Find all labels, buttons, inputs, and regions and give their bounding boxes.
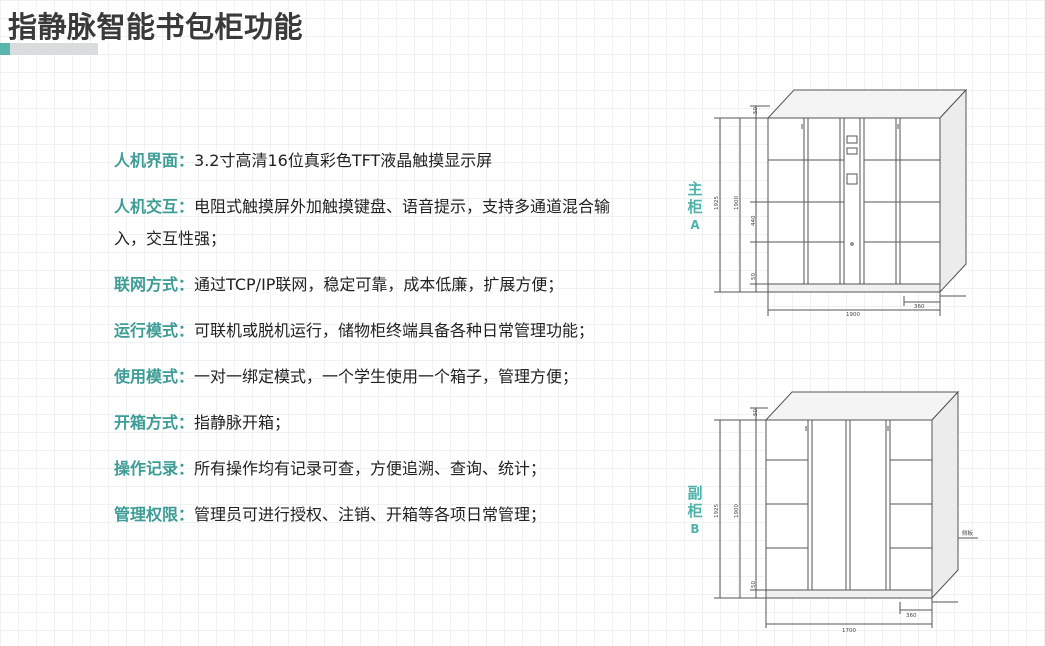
page-title: 指静脉智能书包柜功能 bbox=[8, 10, 304, 44]
dim-label: 50 bbox=[751, 581, 757, 588]
feature-desc: 可联机或脱机运行，储物柜终端具备各种日常管理功能； bbox=[194, 321, 595, 340]
dim-label: 1700 bbox=[842, 628, 856, 634]
feature-desc: 所有操作均有记录可查，方便追溯、查询、统计； bbox=[194, 459, 547, 478]
main-cabinet-drawing: 50 1925 1900 440 50 1900 360 bbox=[714, 88, 968, 318]
sub-cabinet-label-char: 柜 bbox=[687, 502, 703, 520]
dim-label: 360 bbox=[914, 304, 925, 310]
title-underline-accent bbox=[0, 43, 10, 55]
sub-cabinet-drawing: 50 1925 1900 50 1700 360 侧板 bbox=[714, 390, 978, 634]
dim-label: 440 bbox=[751, 215, 757, 226]
feature-label: 人机交互： bbox=[114, 197, 195, 216]
main-cabinet-label-char: 柜 bbox=[687, 198, 703, 216]
feature-label: 操作记录： bbox=[114, 459, 195, 478]
dim-label: 50 bbox=[753, 409, 759, 416]
feature-list: 人机界面：3.2寸高清16位真彩色TFT液晶触摸显示屏 人机交互：电阻式触摸屏外… bbox=[114, 145, 634, 545]
main-cabinet-label-char: A bbox=[690, 218, 700, 232]
sub-cabinet-label: 副 柜 B bbox=[686, 484, 704, 538]
feature-label: 运行模式： bbox=[114, 321, 195, 340]
dim-label: 1925 bbox=[714, 196, 720, 210]
feature-desc: 通过TCP/IP联网，稳定可靠，成本低廉，扩展方便； bbox=[194, 275, 564, 294]
feature-label: 人机界面： bbox=[114, 151, 195, 170]
dim-label: 侧板 bbox=[962, 529, 974, 537]
dim-label: 1900 bbox=[734, 504, 740, 518]
feature-item-unlock: 开箱方式：指静脉开箱； bbox=[114, 407, 634, 439]
feature-desc: 一对一绑定模式，一个学生使用一个箱子，管理方便； bbox=[194, 367, 579, 386]
feature-label: 使用模式： bbox=[114, 367, 195, 386]
feature-desc: 管理员可进行授权、注销、开箱等各项日常管理； bbox=[194, 505, 547, 524]
main-cabinet-label-char: 主 bbox=[687, 180, 703, 198]
dim-label: 1925 bbox=[714, 504, 720, 518]
dim-label: 1900 bbox=[734, 196, 740, 210]
dim-label: 50 bbox=[751, 273, 757, 280]
dim-label: 1900 bbox=[846, 312, 860, 318]
feature-item-log: 操作记录：所有操作均有记录可查，方便追溯、查询、统计； bbox=[114, 453, 634, 485]
feature-desc: 3.2寸高清16位真彩色TFT液晶触摸显示屏 bbox=[194, 151, 493, 170]
feature-label: 管理权限： bbox=[114, 505, 195, 524]
feature-item-interaction: 人机交互：电阻式触摸屏外加触摸键盘、语音提示，支持多通道混合输入，交互性强； bbox=[114, 191, 634, 255]
feature-item-run-mode: 运行模式：可联机或脱机运行，储物柜终端具备各种日常管理功能； bbox=[114, 315, 634, 347]
feature-item-use-mode: 使用模式：一对一绑定模式，一个学生使用一个箱子，管理方便； bbox=[114, 361, 634, 393]
sub-cabinet-label-char: B bbox=[690, 522, 700, 536]
feature-item-network: 联网方式：通过TCP/IP联网，稳定可靠，成本低廉，扩展方便； bbox=[114, 269, 634, 301]
dim-label: 360 bbox=[906, 613, 917, 619]
feature-desc: 电阻式触摸屏外加触摸键盘、语音提示，支持多通道混合输入，交互性强； bbox=[114, 197, 611, 248]
dim-label: 50 bbox=[753, 107, 759, 114]
feature-item-interface: 人机界面：3.2寸高清16位真彩色TFT液晶触摸显示屏 bbox=[114, 145, 634, 177]
feature-item-permission: 管理权限：管理员可进行授权、注销、开箱等各项日常管理； bbox=[114, 499, 634, 531]
sub-cabinet-label-char: 副 bbox=[687, 484, 703, 502]
main-cabinet-label: 主 柜 A bbox=[686, 180, 704, 234]
feature-desc: 指静脉开箱； bbox=[194, 413, 291, 432]
title-underline bbox=[10, 43, 98, 55]
feature-label: 联网方式： bbox=[114, 275, 195, 294]
feature-label: 开箱方式： bbox=[114, 413, 195, 432]
